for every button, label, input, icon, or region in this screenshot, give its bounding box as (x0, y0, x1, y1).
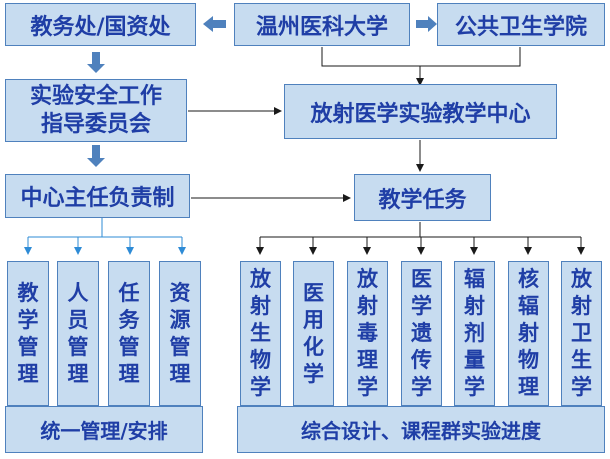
course-radiation-dosimetry: 辐射剂量学 (454, 261, 495, 406)
fat-arrow-left (203, 16, 226, 32)
committee-line-2: 指导委员会 (40, 111, 151, 137)
fat-arrow-right (416, 16, 437, 32)
node-university: 温州医科大学 (234, 3, 410, 46)
course-medical-chemistry: 医用化学 (293, 261, 334, 406)
node-center: 放射医学实验教学中心 (284, 84, 557, 139)
management-item-teaching: 教学管理 (7, 261, 49, 406)
management-item-tasks: 任务管理 (108, 261, 150, 406)
node-director-system: 中心主任负责制 (5, 174, 190, 218)
connector-director-management (24, 218, 186, 255)
course-medical-genetics: 医学遗传学 (401, 261, 442, 406)
course-nuclear-physics: 核辐射物理 (508, 261, 549, 406)
management-item-personnel: 人员管理 (57, 261, 99, 406)
connector-tasks-courses (256, 222, 585, 255)
connector-to-center (321, 47, 521, 86)
node-teaching-tasks: 教学任务 (354, 174, 491, 221)
node-jiaowuchu: 教务处/国资处 (5, 3, 196, 46)
node-comprehensive-progress: 综合设计、课程群实验进度 (237, 406, 605, 453)
committee-line-1: 实验安全工作 (29, 83, 162, 109)
course-radiation-biology: 放射生物学 (240, 261, 281, 406)
course-radiation-toxicology: 放射毒理学 (347, 261, 388, 406)
node-safety-committee: 实验安全工作 指导委员会 (5, 79, 187, 142)
node-public-health: 公共卫生学院 (437, 3, 605, 46)
course-radiation-hygiene: 放射卫生学 (561, 261, 602, 406)
fat-arrow-down-1 (87, 52, 105, 73)
fat-arrow-down-2 (87, 145, 105, 167)
node-unified-management: 统一管理/安排 (5, 406, 203, 453)
management-item-resources: 资源管理 (159, 261, 201, 406)
